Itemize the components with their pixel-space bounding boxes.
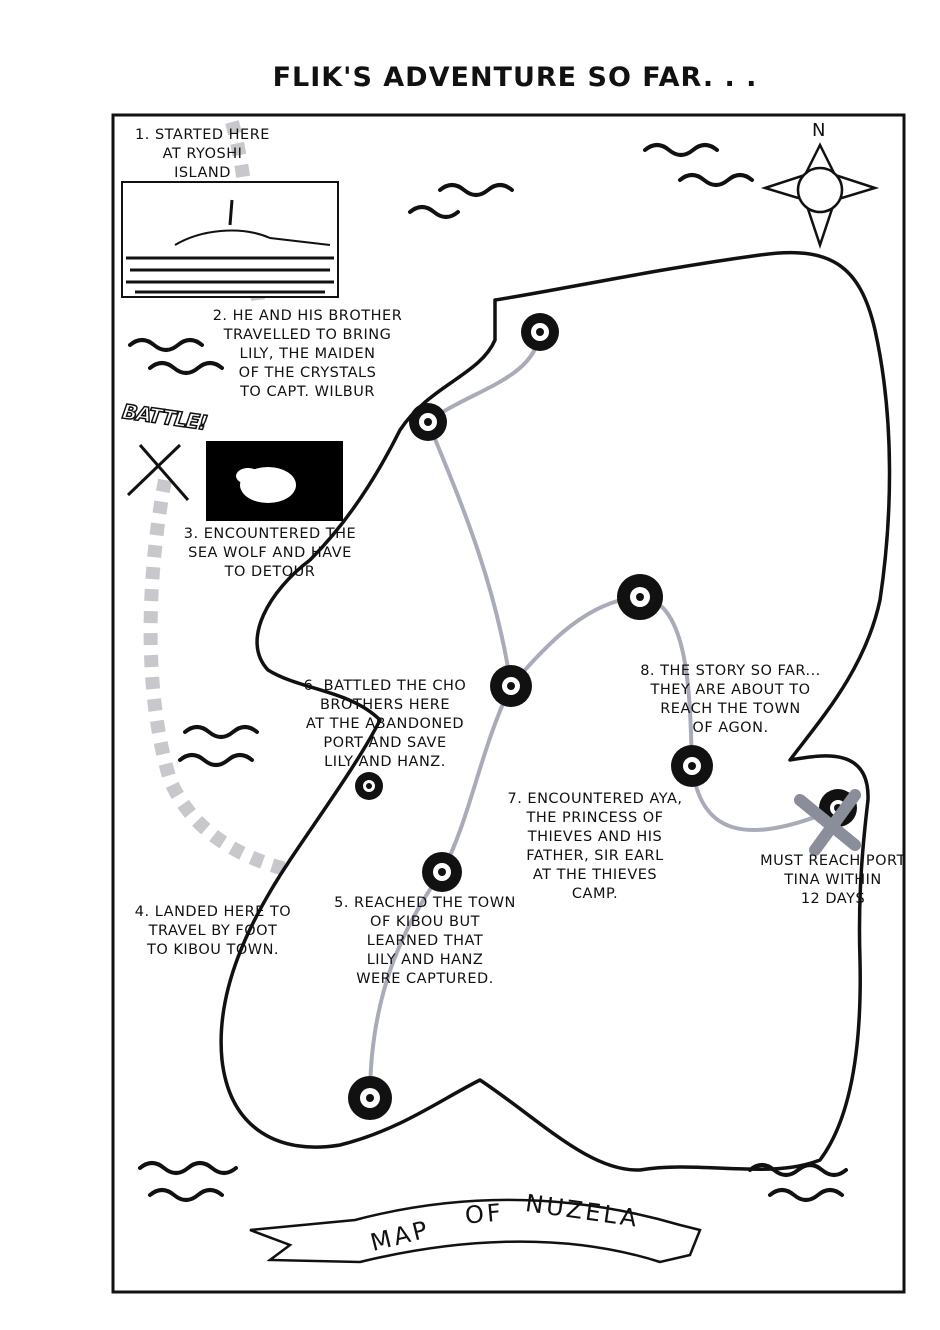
sea-wolf-picture [206, 441, 343, 521]
note-1-ryoshi-island: 1. STARTED HERE AT RYOSHI ISLAND [135, 127, 270, 181]
banner-scroll [249, 1198, 702, 1264]
marker-north-town [409, 403, 447, 441]
marker-agon [671, 745, 713, 787]
compass-north-label: N [812, 120, 826, 141]
note-port-tina: MUST REACH PORT TINA WITHIN 12 DAYS [760, 853, 906, 907]
note-5-kibou: 5. REACHED THE TOWN OF KIBOU BUT LEARNED… [334, 895, 516, 987]
note-7-aya: 7. ENCOUNTERED AYA, THE PRINCESS OF THIE… [507, 791, 683, 902]
compass-icon [760, 142, 880, 249]
note-6-cho-brothers: 6. BATTLED THE CHO BROTHERS HERE AT THE … [303, 678, 467, 770]
note-4-landed: 4. LANDED HERE TO TRAVEL BY FOOT TO KIBO… [134, 904, 292, 958]
ryoshi-island-picture [121, 181, 339, 298]
marker-landing [348, 1076, 392, 1120]
crossed-swords-icon [126, 443, 190, 501]
marker-crossroads [490, 665, 532, 707]
map-frame [111, 113, 906, 1294]
marker-abandoned-port [355, 772, 383, 800]
marker-capt-wilbur [521, 313, 559, 351]
marker-kibou [422, 852, 462, 892]
destination-x [794, 789, 861, 856]
note-8-agon: 8. THE STORY SO FAR... THEY ARE ABOUT TO… [640, 663, 821, 736]
banner-word-of: OF [463, 1198, 505, 1230]
page-title: FLIK'S ADVENTURE SO FAR. . . [272, 62, 758, 93]
note-2-capt-wilbur: 2. HE AND HIS BROTHER TRAVELLED TO BRING… [212, 308, 403, 400]
note-3-sea-wolf: 3. ENCOUNTERED THE SEA WOLF AND HAVE TO … [183, 526, 357, 580]
island-outline [219, 250, 892, 1172]
waves [128, 143, 848, 1202]
location-markers [348, 313, 857, 1120]
marker-thieves-camp [617, 574, 663, 620]
